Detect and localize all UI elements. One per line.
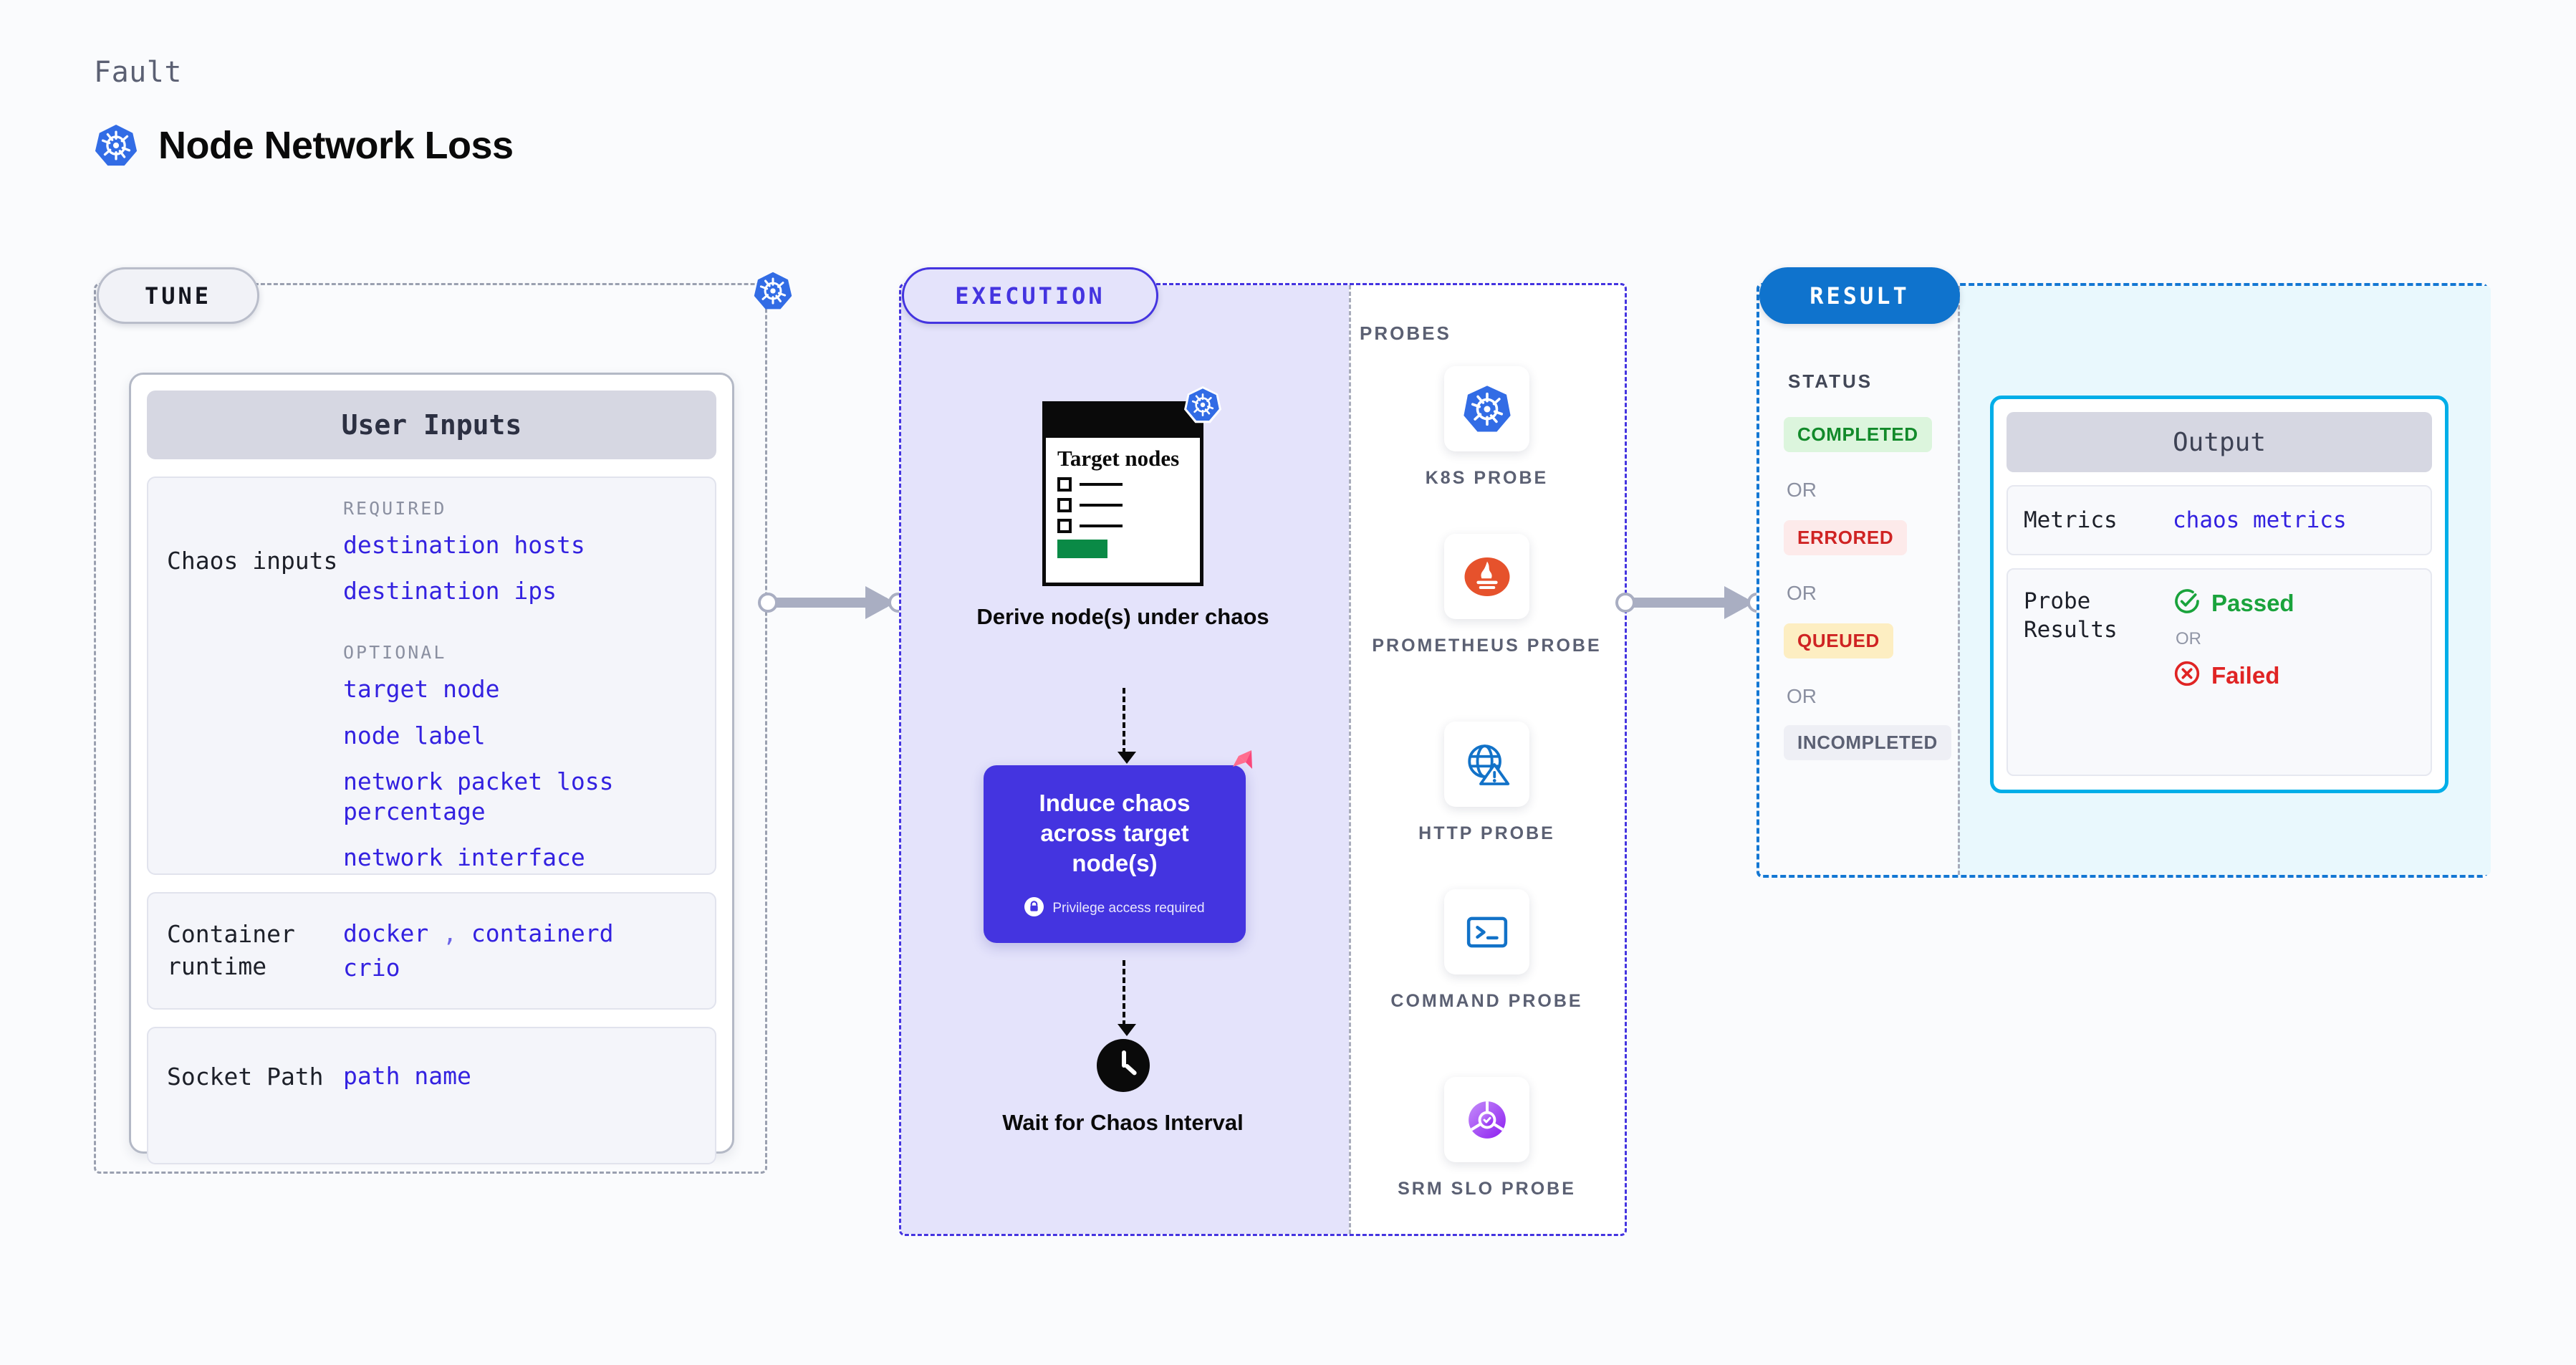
input-block-container-runtime: Container runtime docker , containerd cr… (147, 892, 716, 1010)
input-value[interactable]: network interface (343, 843, 585, 872)
probe-result-failed: Failed (2173, 659, 2294, 691)
flow-connector-down-1 (1118, 688, 1136, 764)
output-card: Output Metrics chaos metrics Probe Resul… (1990, 396, 2448, 793)
fault-eyebrow-label: Fault (94, 56, 182, 89)
runtime-value[interactable]: docker (343, 919, 429, 948)
flow-connector-down-2 (1118, 960, 1136, 1036)
output-row-label: Metrics (2024, 507, 2118, 533)
probe-label: K8S PROBE (1425, 468, 1549, 488)
probes-caption: PROBES (1360, 322, 1451, 344)
probe-command[interactable]: COMMAND PROBE (1347, 889, 1627, 1014)
step-caption-derive-nodes: Derive node(s) under chaos (976, 604, 1269, 629)
page-title-row: Node Network Loss (94, 123, 514, 168)
runtime-value[interactable]: crio (343, 954, 400, 982)
user-inputs-card: User Inputs Chaos inputs REQUIRED destin… (129, 373, 734, 1164)
induce-chaos-title: Induce chaos across target node(s) (1039, 789, 1191, 877)
slo-donut-icon (1444, 1077, 1529, 1162)
user-inputs-title: User Inputs (147, 391, 716, 459)
execution-step-wait-interval: Wait for Chaos Interval (899, 1039, 1347, 1137)
input-block-label: Container runtime (167, 920, 295, 980)
target-nodes-document-icon: Target nodes (1042, 386, 1221, 586)
flow-arrow-tune-to-execution (758, 586, 908, 619)
input-value[interactable]: network packet loss percentage (343, 767, 614, 826)
probe-srm-slo[interactable]: SRM SLO PROBE (1347, 1077, 1627, 1202)
step-caption-wait-interval: Wait for Chaos Interval (1002, 1110, 1244, 1135)
or-label: OR (1787, 582, 1817, 604)
input-value[interactable]: destination hosts (343, 531, 585, 559)
x-circle-icon (2173, 659, 2201, 691)
group-caption-optional: OPTIONAL (343, 642, 447, 664)
or-label: OR (1787, 685, 1817, 707)
execution-step-derive-nodes: Target nodes Derive node(s) under chaos (899, 386, 1347, 631)
page-title: Node Network Loss (158, 124, 514, 167)
input-value[interactable]: path name (343, 1062, 471, 1090)
check-circle-icon (2173, 587, 2201, 619)
tune-section-pill[interactable]: TUNE (97, 267, 259, 324)
runtime-value[interactable]: containerd (471, 919, 614, 948)
probes-column: PROBES K8S PROBE PROMETHEUS PROBE (1347, 283, 1627, 1236)
probe-result-passed: Passed (2173, 587, 2294, 619)
status-caption: STATUS (1788, 370, 1873, 392)
input-value[interactable]: target node (343, 675, 500, 704)
probe-prometheus[interactable]: PROMETHEUS PROBE (1347, 534, 1627, 658)
kubernetes-icon (94, 123, 138, 168)
privilege-note-text: Privilege access required (1052, 901, 1205, 916)
kubernetes-icon (1444, 366, 1529, 451)
globe-warning-icon (1444, 722, 1529, 807)
execution-section-pill[interactable]: EXECUTION (902, 267, 1158, 324)
status-badge-errored: ERRORED (1784, 520, 1908, 555)
status-badge-queued: QUEUED (1784, 623, 1893, 658)
output-row-value[interactable]: chaos metrics (2173, 507, 2347, 533)
probe-label: SRM SLO PROBE (1398, 1179, 1576, 1199)
probe-label: PROMETHEUS PROBE (1372, 636, 1602, 656)
probe-label: HTTP PROBE (1418, 823, 1555, 843)
probe-fail-label: Failed (2211, 661, 2280, 689)
runtime-separator: , (443, 919, 457, 948)
or-label: OR (2176, 629, 2201, 648)
input-value[interactable]: node label (343, 721, 486, 749)
prometheus-icon (1444, 534, 1529, 619)
input-block-label: Chaos inputs (167, 547, 338, 575)
probe-k8s[interactable]: K8S PROBE (1347, 366, 1627, 491)
or-label: OR (1787, 479, 1817, 501)
input-block-chaos-inputs: Chaos inputs REQUIRED destination hosts … (147, 476, 716, 875)
result-section-pill[interactable]: RESULT (1759, 267, 1960, 324)
lock-icon (1024, 897, 1044, 920)
status-badge-completed: COMPLETED (1784, 417, 1932, 452)
status-badge-incompleted: INCOMPLETED (1784, 725, 1951, 760)
output-title: Output (2007, 412, 2432, 472)
input-block-label: Socket Path (167, 1063, 324, 1091)
kubernetes-icon (753, 271, 793, 311)
privilege-notice: Privilege access required (1024, 897, 1205, 920)
output-row-probe-results: Probe Results Passed OR (2007, 568, 2432, 776)
probe-label: COMMAND PROBE (1390, 991, 1583, 1011)
probe-http[interactable]: HTTP PROBE (1347, 722, 1627, 846)
input-block-socket-path: Socket Path path name (147, 1027, 716, 1164)
probe-pass-label: Passed (2211, 589, 2294, 616)
litmus-icon (1217, 748, 1254, 789)
terminal-icon (1444, 889, 1529, 974)
flow-arrow-execution-to-result (1615, 586, 1769, 619)
group-caption-required: REQUIRED (343, 498, 447, 519)
clock-icon (1096, 1039, 1150, 1092)
kubernetes-icon (1184, 386, 1221, 427)
output-row-label: Probe Results (2024, 588, 2118, 643)
execution-step-induce-chaos[interactable]: Induce chaos across target node(s) Privi… (984, 750, 1252, 943)
document-title: Target nodes (1057, 446, 1180, 471)
output-row-metrics: Metrics chaos metrics (2007, 485, 2432, 555)
input-value[interactable]: destination ips (343, 577, 557, 605)
